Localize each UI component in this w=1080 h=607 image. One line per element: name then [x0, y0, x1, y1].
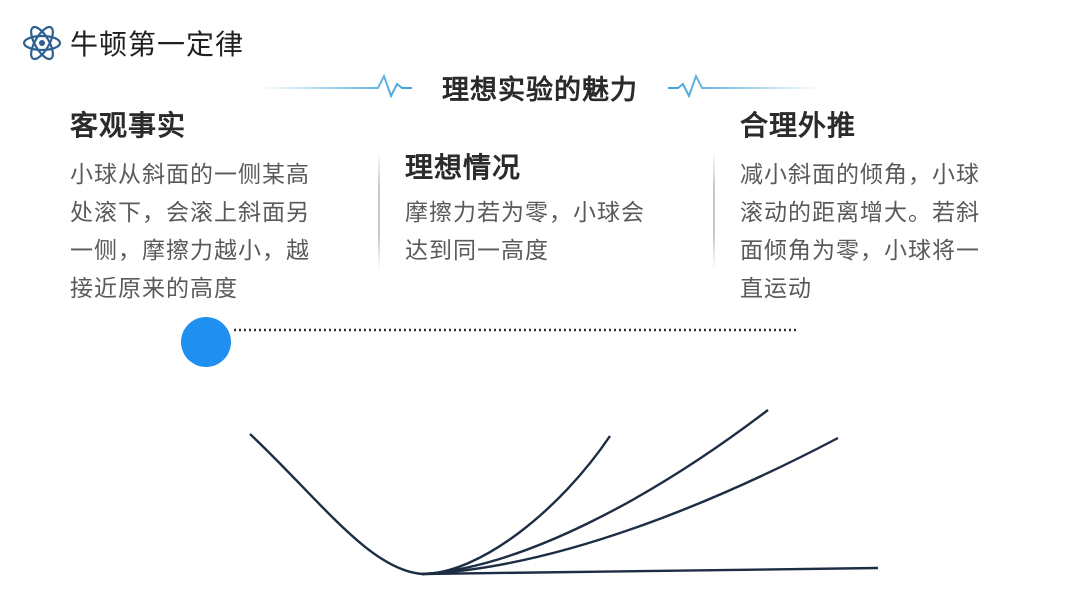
column-line: 达到同一高度 — [405, 238, 549, 264]
column-heading: 客观事实 — [70, 109, 187, 142]
ball — [181, 317, 231, 367]
gentle-incline — [421, 436, 839, 576]
column-line: 摩擦力若为零，小球会 — [405, 200, 645, 226]
atom-icon — [22, 25, 62, 61]
column-line: 接近原来的高度 — [70, 276, 238, 302]
column-line: 滚动的距离增大。若斜 — [740, 200, 980, 226]
column-line: 减小斜面的倾角，小球 — [740, 162, 980, 188]
column-objective-fact: 客观事实 小球从斜面的一侧某高 处滚下，会滚上斜面另 一侧，摩擦力越小，越 接近… — [70, 104, 350, 308]
column-ideal-case: 理想情况 摩擦力若为零，小球会 达到同一高度 — [405, 146, 695, 270]
page-title: 牛顿第一定律 — [70, 28, 245, 61]
column-line: 面倾角为零，小球将一 — [740, 238, 980, 264]
column-heading: 合理外推 — [740, 109, 857, 142]
pulse-line-decoration — [260, 73, 820, 99]
subtitle-banner: 理想实验的魅力 — [260, 64, 820, 108]
subtitle-text: 理想实验的魅力 — [442, 75, 638, 106]
column-divider — [713, 152, 715, 270]
column-heading: 理想情况 — [405, 151, 522, 184]
column-line: 直运动 — [740, 276, 812, 302]
column-line: 小球从斜面的一侧某高 — [70, 162, 310, 188]
column-line: 处滚下，会滚上斜面另 — [70, 200, 310, 226]
left-incline — [249, 433, 423, 576]
flat-surface — [421, 566, 879, 576]
column-line: 一侧，摩擦力越小，越 — [70, 238, 310, 264]
column-divider — [378, 152, 380, 270]
slide-header: 牛顿第一定律 — [20, 18, 244, 68]
medium-incline — [421, 409, 769, 576]
column-extrapolation: 合理外推 减小斜面的倾角，小球 滚动的距离增大。若斜 面倾角为零，小球将一 直运… — [740, 104, 1030, 308]
